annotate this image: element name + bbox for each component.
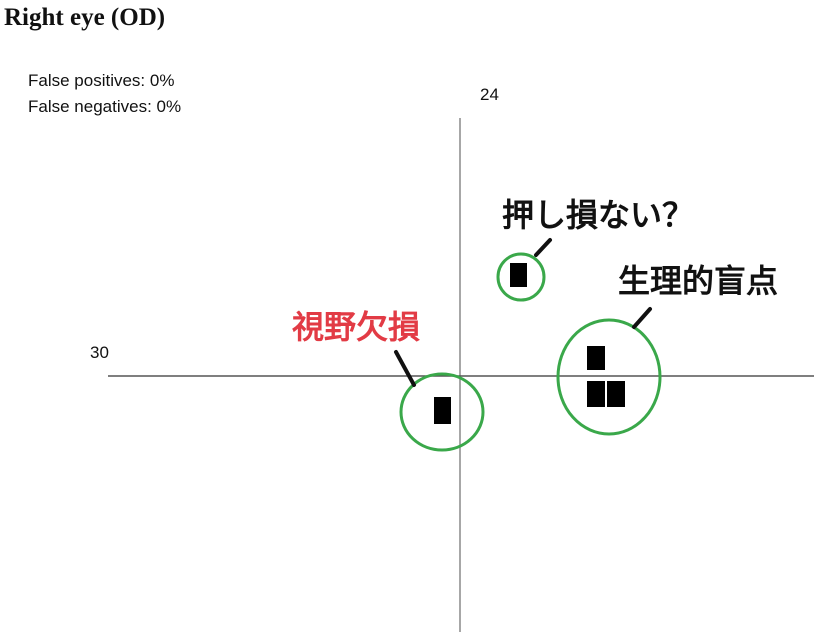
false-negatives-label: False negatives: 0% (28, 97, 182, 116)
page-title: Right eye (OD) (4, 4, 166, 31)
field-defect-pointer (394, 350, 416, 387)
horizontal-axis-label: 30 (90, 343, 109, 362)
blind-spot-marker-bottom-left (587, 381, 605, 407)
vertical-axis-label: 24 (480, 85, 499, 104)
missed-point-pointer (534, 238, 552, 257)
field-defect-circle (399, 372, 485, 452)
field-defect-label: 視野欠損 (292, 308, 420, 346)
blind-spot-pointer (632, 307, 652, 329)
missed-point-label: 押し損ない？ (502, 196, 694, 234)
missed-point-circle (496, 252, 546, 302)
missed-point-marker (510, 263, 527, 287)
blind-spot-circle (556, 318, 662, 436)
blind-spot-label: 生理的盲点 (618, 262, 778, 300)
blind-spot-marker-top (587, 346, 605, 370)
field-defect-marker (434, 397, 451, 424)
false-positives-label: False positives: 0% (28, 71, 175, 90)
blind-spot-marker-bottom-right (607, 381, 625, 407)
